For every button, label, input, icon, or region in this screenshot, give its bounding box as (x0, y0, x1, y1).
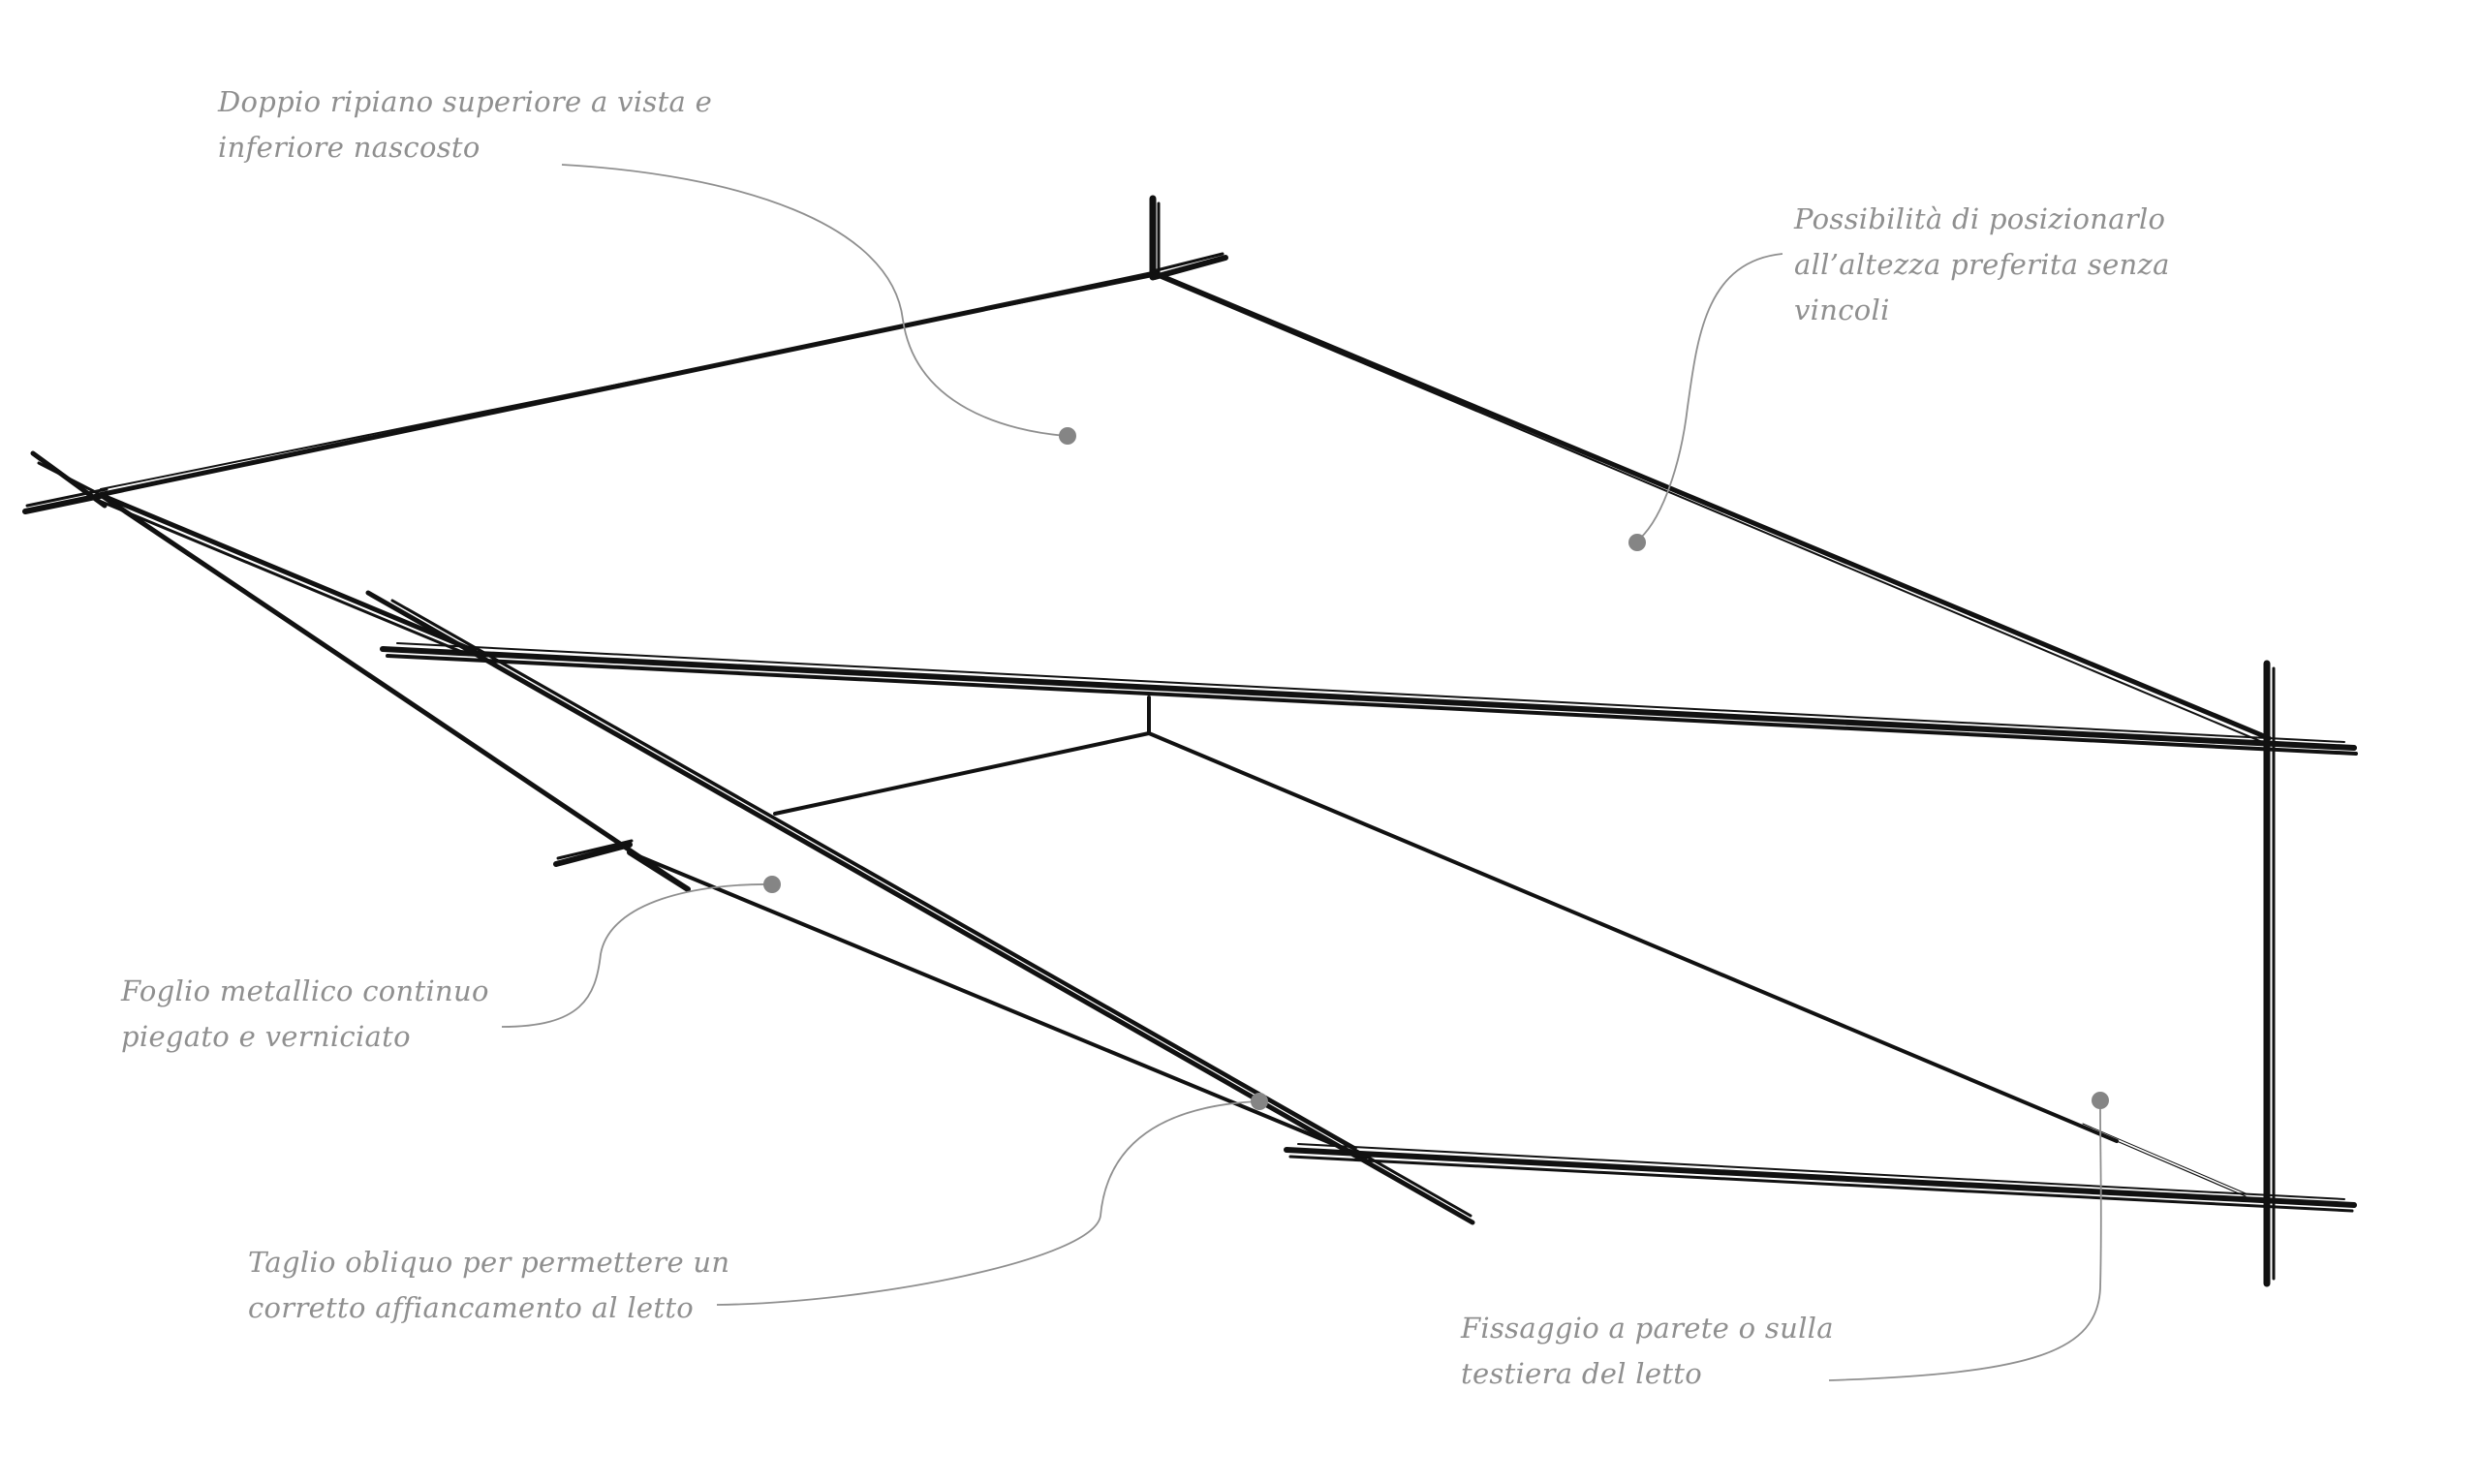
shelf-outline (22, 195, 2358, 1287)
note-height: Possibilità di posizionarlo all’altezza … (1794, 197, 2170, 333)
note-height-line2: all’altezza preferita senza (1794, 248, 2170, 281)
lower-left-tick (553, 839, 691, 892)
top-corner-tick (1149, 195, 1228, 281)
leader-mount (1828, 1101, 2102, 1381)
leader-height (1634, 253, 1783, 543)
lower-shelf-front-diagonal (628, 850, 1368, 1159)
dot-height (1628, 534, 1646, 551)
note-height-line3: vincoli (1794, 294, 1890, 326)
note-mount-line2: testiera del letto (1461, 1357, 1702, 1390)
top-shelf-front-edge (380, 642, 2358, 756)
dot-top-shelf (1059, 427, 1076, 445)
leader-lines (501, 164, 2102, 1381)
note-sheet-line2: piegato e verniciato (121, 1020, 411, 1053)
note-top-shelf-line1: Doppio ripiano superiore a vista e (218, 85, 713, 118)
top-shelf-left-edge (95, 492, 478, 657)
left-diagonal-edge (98, 492, 691, 892)
note-top-shelf: Doppio ripiano superiore a vista e infer… (218, 79, 712, 170)
note-cut-line1: Taglio obliquo per permettere un (248, 1246, 730, 1279)
dot-cut (1251, 1093, 1268, 1110)
left-corner-tick (22, 450, 110, 514)
note-height-line1: Possibilità di posizionarlo (1794, 202, 2166, 235)
note-cut-line2: corretto affiancamento al letto (248, 1291, 695, 1324)
lower-shelf-back-left-edge (773, 731, 1151, 816)
note-top-shelf-line2: inferiore nascosto (218, 131, 480, 164)
lower-shelf-back-right-edge (1147, 731, 2247, 1197)
dot-sheet (763, 876, 781, 893)
top-shelf-back-right-edge (1152, 270, 2272, 745)
note-mount: Fissaggio a parete o sulla testiera del … (1461, 1306, 1834, 1397)
note-cut: Taglio obliquo per permettere un corrett… (248, 1240, 729, 1331)
note-sheet: Foglio metallico continuo piegato e vern… (121, 969, 489, 1060)
lower-shelf-front-edge (1284, 1143, 2357, 1213)
leader-cut (716, 1100, 1258, 1306)
top-shelf-back-left-edge (96, 270, 1158, 498)
dot-mount (2092, 1092, 2109, 1109)
oblique-cut-edge (365, 590, 1475, 1225)
right-vertical-post (2263, 660, 2276, 1287)
note-sheet-line1: Foglio metallico continuo (121, 974, 489, 1007)
callout-dots (763, 427, 2109, 1110)
leader-top-shelf (561, 164, 1067, 437)
note-mount-line1: Fissaggio a parete o sulla (1461, 1312, 1834, 1345)
leader-sheet (501, 883, 772, 1028)
